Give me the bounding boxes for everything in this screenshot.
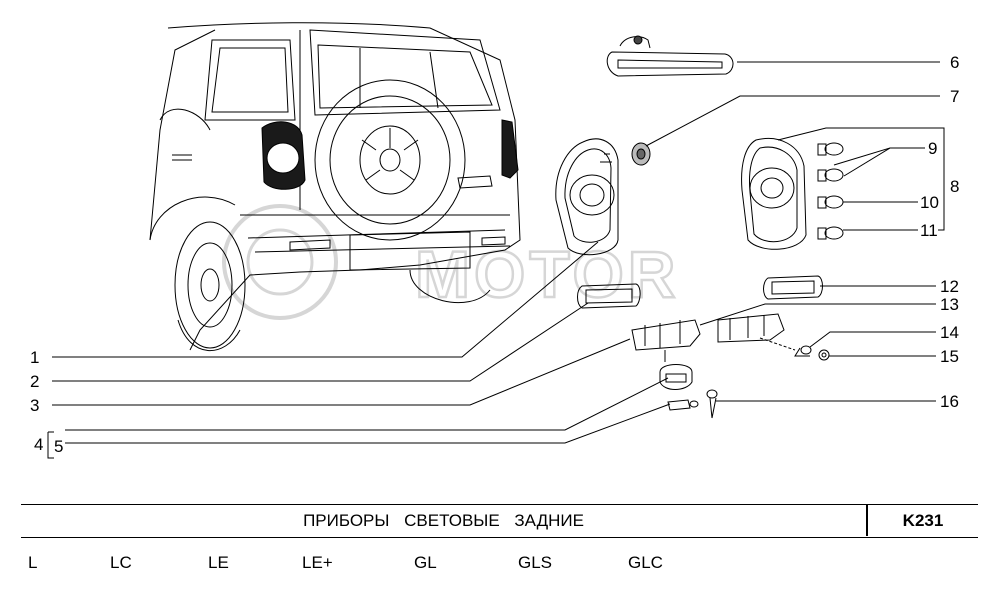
callout-1: 1 (30, 348, 39, 367)
trim-l: L (28, 553, 38, 572)
part-4-license-lamp-lens (659, 364, 693, 390)
part-13-license-lamp-housing (717, 313, 796, 351)
callout-13: 13 (940, 295, 959, 314)
trim-le: LE (208, 553, 229, 572)
callout-16: 16 (940, 392, 959, 411)
bulb-9a (817, 142, 844, 156)
callout-11: 11 (920, 221, 938, 240)
part-15-washer (818, 349, 830, 361)
parts-diagram: MOTOR (30, 22, 959, 459)
part-2-left-reflector (577, 283, 641, 309)
part-5-license-lamp-bulb (667, 399, 699, 411)
part-16-screw (706, 389, 718, 419)
watermark: MOTOR (222, 204, 679, 320)
bulb-9b (817, 168, 844, 182)
callout-12: 12 (940, 277, 959, 296)
callout-14: 14 (940, 323, 959, 342)
part-8-right-tail-lamp (741, 138, 807, 250)
catalog-code: K231 (902, 511, 944, 530)
bulb-10 (817, 195, 844, 209)
callout-15: 15 (940, 347, 959, 366)
title-block: ПРИБОРЫ СВЕТОВЫЕ ЗАДНИЕ K231 (21, 504, 978, 538)
vehicle-rear-drawing (149, 22, 521, 352)
trim-gls: GLS (518, 553, 553, 572)
title-divider (866, 505, 868, 536)
watermark-text: MOTOR (415, 237, 679, 311)
part-7-grommet (631, 142, 651, 166)
vehicle-tail-lamp-right (501, 119, 519, 179)
callout-7: 7 (950, 87, 959, 106)
callout-9: 9 (928, 139, 937, 158)
callout-2: 2 (30, 372, 39, 391)
bulb-11 (817, 226, 844, 240)
callout-3: 3 (30, 396, 39, 415)
part-3-license-lamp-housing (631, 319, 701, 362)
page-title: ПРИБОРЫ СВЕТОВЫЕ ЗАДНИЕ (303, 511, 584, 530)
part-6-high-mount-stop-lamp (606, 35, 734, 77)
trim-le-plus: LE+ (302, 553, 333, 572)
part-1-left-tail-lamp (555, 138, 619, 256)
callout-8: 8 (950, 177, 959, 196)
leader-lines (47, 61, 945, 459)
callout-numbers: 1 2 3 4 5 6 7 8 9 10 11 12 13 14 15 16 (30, 53, 959, 456)
bulbs-9-10-11 (817, 142, 844, 240)
callout-4: 4 (34, 435, 43, 454)
callout-6: 6 (950, 53, 959, 72)
trim-glc: GLC (628, 553, 663, 572)
vehicle-tail-lamp-left (261, 121, 306, 190)
callout-10: 10 (920, 193, 939, 212)
trim-gl: GL (414, 553, 437, 572)
part-12-right-reflector (763, 275, 823, 300)
callout-5: 5 (54, 437, 63, 456)
trim-lc: LC (110, 553, 132, 572)
part-14-screw (794, 345, 812, 357)
